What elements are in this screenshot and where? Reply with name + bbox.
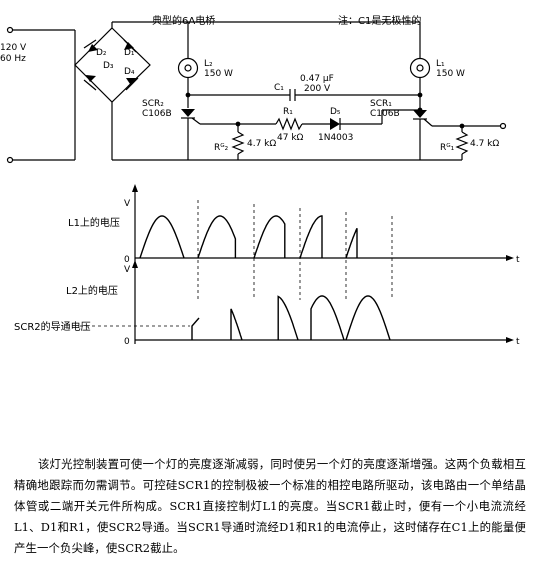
diode-bridge: D₃ D₂ D₁ D₄ — [74, 27, 151, 103]
lamp-l2-rating: 150 W — [204, 69, 233, 79]
phase-guide-lines — [197, 200, 393, 300]
resistor-r1-value: 47 kΩ — [277, 133, 304, 143]
l1-voltage-pulse — [139, 215, 185, 259]
lamp-l1-rating: 150 W — [436, 69, 465, 79]
l1-voltage-pulse — [197, 215, 237, 259]
capacitor-c1-voltage: 200 V — [304, 84, 331, 94]
capacitor-c1-value: 0.47 μF — [300, 74, 334, 84]
resistor-rg1-label: Rᴳ₁ — [440, 143, 455, 153]
resistor-rg2: Rᴳ₂ 4.7 kΩ — [214, 124, 276, 160]
l2-axis-zero: 0 — [124, 337, 130, 347]
scr1-label: SCR₁ — [370, 99, 392, 109]
l1-axis-t: t — [516, 255, 520, 265]
l2-voltage-pulse — [230, 308, 243, 341]
lamp-l1-label: L₁ — [436, 59, 445, 69]
lamp-l1: L₁ 150 W — [409, 22, 465, 108]
scr2-gate-step — [191, 317, 200, 340]
diode-d1-label: D₁ — [124, 48, 135, 58]
diode-d4-label: D₄ — [124, 67, 135, 77]
scr2-series-label: SCR2的导通电压 — [14, 320, 91, 333]
resistor-rg2-label: Rᴳ₂ — [214, 143, 229, 153]
scr1-gate-terminal — [499, 122, 507, 130]
scr2-part-number: C106B — [142, 109, 172, 119]
capacitor-note: 注：C1是无极性的 — [338, 14, 421, 27]
diode-d2-label: D₂ — [96, 48, 107, 58]
l1-voltage-pulse — [299, 215, 323, 259]
l2-series-label: L2上的电压 — [66, 284, 118, 297]
scr1-part-number: C106B — [370, 109, 400, 119]
l1-axis-v: V — [124, 199, 131, 209]
diode-d3-label: D₃ — [103, 61, 114, 71]
scr2-label: SCR₂ — [142, 99, 164, 109]
l2-axis-t: t — [516, 337, 520, 347]
diode-d5-label: D₅ — [330, 107, 341, 117]
l2-voltage-pulse — [310, 295, 345, 341]
resistor-r1-label: R₁ — [283, 107, 293, 117]
gate-network: R₁ 47 kΩ D₅ 1N4003 — [200, 107, 423, 143]
resistor-rg1-value: 4.7 kΩ — [470, 139, 499, 149]
supply-voltage-label: 120 V — [0, 43, 27, 53]
capacitor-c1: C₁ 0.47 μF 200 V — [185, 74, 423, 101]
l2-voltage-pulse — [345, 295, 391, 341]
ac-input-terminal — [6, 26, 14, 34]
l1-axis-zero: 0 — [124, 255, 130, 265]
lamp-l2-label: L₂ — [204, 59, 213, 69]
capacitor-c1-label: C₁ — [274, 83, 284, 93]
scr2: SCR₂ C106B — [142, 99, 201, 160]
diode-d5-part-number: 1N4003 — [318, 133, 353, 143]
l2-axis-v: V — [124, 265, 131, 275]
l1-voltage-pulse — [345, 227, 358, 259]
ac-input-terminal — [6, 156, 14, 164]
resistor-rg2-value: 4.7 kΩ — [247, 139, 276, 149]
description-paragraph: 该灯光控制装置可使一个灯的亮度逐渐减弱，同时使另一个灯的亮度逐渐增强。这两个负载… — [14, 457, 526, 555]
resistor-rg1: Rᴳ₁ 4.7 kΩ — [420, 126, 499, 161]
scr1: SCR₁ C106B — [370, 99, 507, 160]
l2-voltage-pulse — [277, 295, 299, 341]
l1-series-label: L1上的电压 — [68, 216, 120, 229]
circuit-and-waveform-figure: D₃ D₂ D₁ D₄ 120 V 60 Hz 典型的6A电桥 注：C1是无极性… — [0, 14, 520, 347]
supply-frequency-label: 60 Hz — [0, 54, 26, 64]
l1-voltage-pulse — [253, 215, 286, 259]
circuit-schematic: D₃ D₂ D₁ D₄ 120 V 60 Hz 典型的6A电桥 注：C1是无极性… — [0, 14, 507, 164]
waveform-chart: V 0 t L1上的电压 V 0 t L2上的电压 SCR2的导通电压 — [14, 184, 520, 347]
bridge-title: 典型的6A电桥 — [152, 14, 215, 27]
